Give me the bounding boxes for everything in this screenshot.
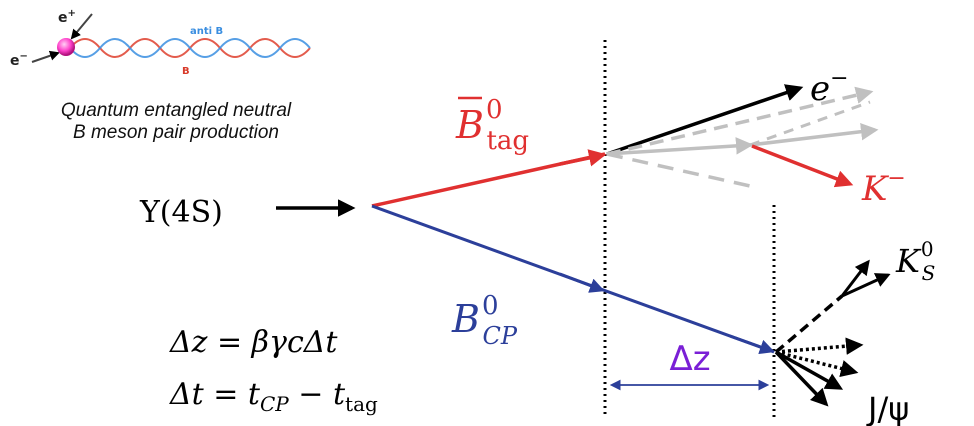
upsilon-label: Υ(4S)	[139, 195, 223, 230]
faded-dashed-track-branch	[749, 100, 871, 147]
electron-label: e−	[810, 66, 849, 109]
kaon-minus-track	[751, 144, 854, 188]
inset-illustration: e+ e− anti B B Quantum entangled neutral…	[10, 8, 311, 143]
dotted-track-lower	[775, 350, 859, 378]
btag-track-arrow	[559, 149, 607, 167]
delta-z-label: Δz	[669, 339, 710, 379]
faded-track-right	[749, 122, 879, 147]
jpsi-track-1	[775, 350, 844, 390]
kaon-minus-label: K−	[861, 166, 906, 209]
jpsi-track-2	[774, 350, 829, 407]
dotted-track-upper	[775, 337, 864, 355]
faded-track-mid	[606, 137, 754, 156]
b-label: B	[182, 66, 190, 77]
bcp-track-arrow-2	[729, 334, 775, 355]
jpsi-label: J/ψ	[866, 390, 909, 426]
incoming-electron-arrow	[31, 50, 60, 63]
equation-delta-t: Δt = tCP − ttag	[169, 377, 378, 416]
faded-dashed-track-upper	[606, 86, 874, 156]
bcp-track-arrow-1	[559, 272, 605, 293]
faded-dashed-track-lower	[606, 152, 751, 188]
positron-label: e+	[58, 8, 76, 26]
incoming-positron-arrow	[70, 13, 93, 40]
collision-point-icon	[57, 38, 75, 56]
equation-delta-z: Δz = βγcΔt	[169, 325, 338, 360]
kshort-dashed-track	[774, 294, 844, 354]
inset-caption-line2: B meson pair production	[73, 122, 279, 143]
inset-caption-line1: Quantum entangled neutral	[61, 100, 292, 121]
electron-track	[606, 84, 804, 156]
anti-b-label: anti B	[190, 26, 223, 37]
kshort-daughter-2	[841, 273, 891, 298]
double-helix-icon	[69, 38, 311, 58]
electron-inset-label: e−	[10, 51, 28, 69]
kshort-daughter-1	[840, 259, 870, 297]
